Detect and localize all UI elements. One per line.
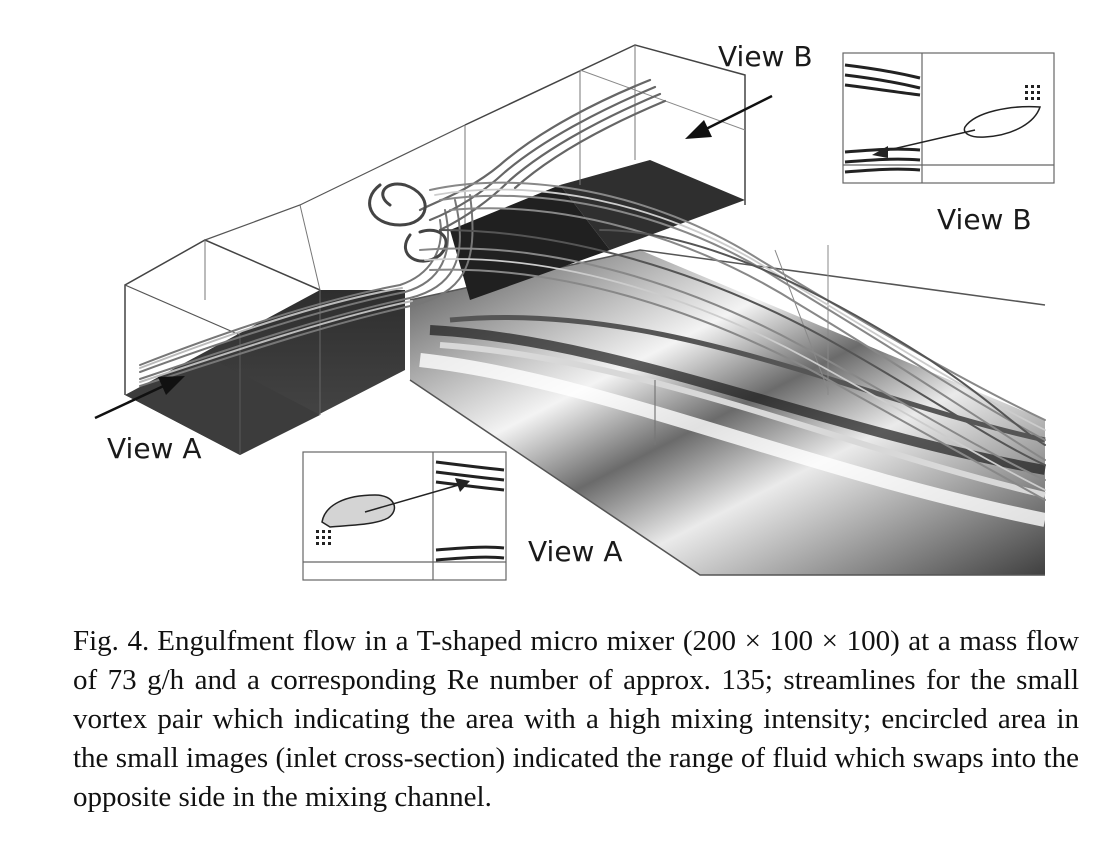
inset-view-a	[302, 451, 507, 581]
inset-b-encircled-area	[963, 105, 1042, 138]
view-a-label: View A	[107, 432, 202, 465]
t-mixer-figure: View A View B View B	[94, 40, 1055, 581]
figure-number: Fig. 4.	[73, 625, 150, 657]
streamlines	[139, 78, 1046, 501]
caption-text: Engulfment flow in a T-shaped micro mixe…	[73, 625, 1080, 813]
view-b-label: View B	[718, 40, 813, 73]
inset-view-a-label: View A	[528, 535, 623, 568]
figure-caption: Fig. 4.Engulfment flow in a T-shaped mic…	[73, 622, 1079, 817]
inlet-arm-a	[124, 124, 466, 455]
inset-a-grid-icon	[316, 530, 331, 545]
inset-b-grid-icon	[1025, 85, 1040, 100]
view-b-arrow	[685, 94, 773, 139]
inset-view-b	[842, 52, 1055, 184]
view-a-arrow	[94, 376, 185, 420]
inset-view-b-label: View B	[937, 203, 1032, 236]
